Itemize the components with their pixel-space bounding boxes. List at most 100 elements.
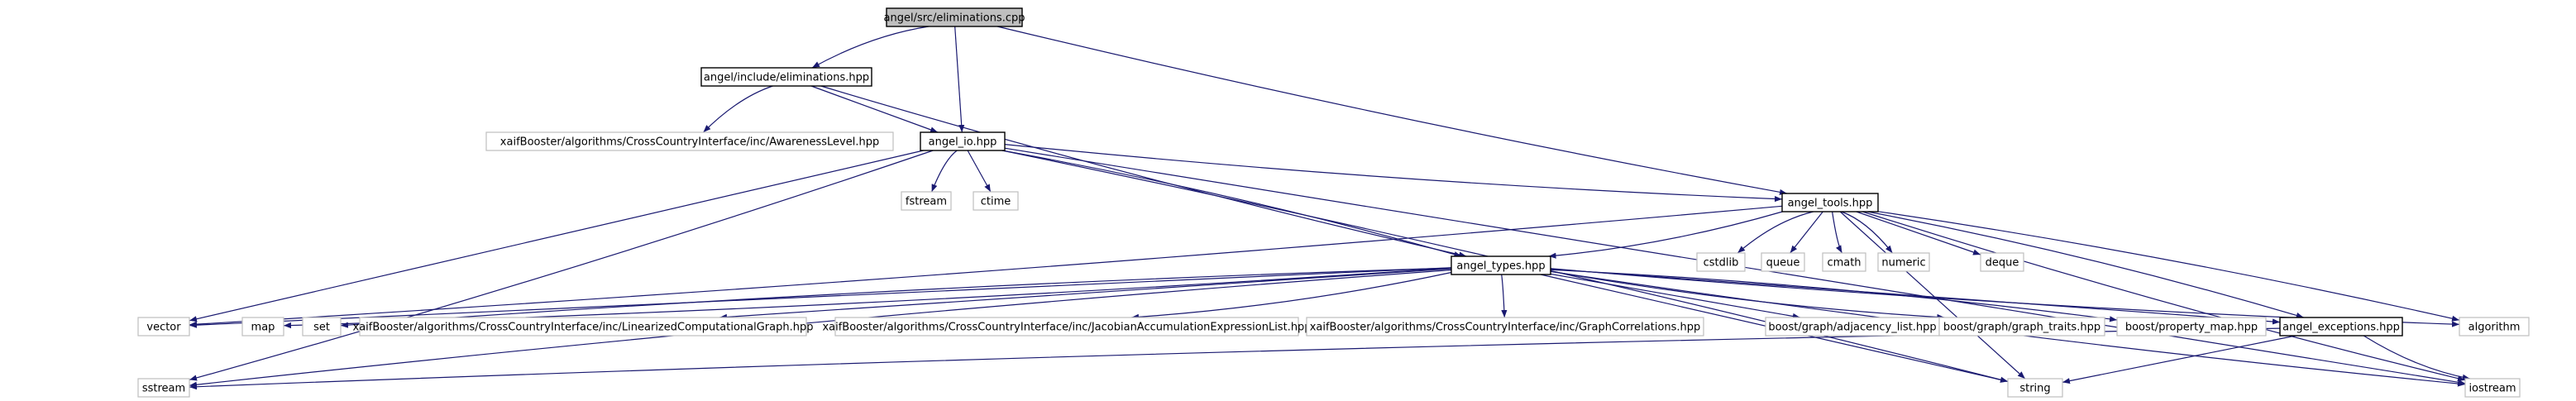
node-label: xaifBooster/algorithms/CrossCountryInter… xyxy=(353,322,814,334)
node-iostream: iostream xyxy=(2464,378,2521,398)
edge-types-to-gc xyxy=(1501,274,1508,318)
node-box xyxy=(1980,252,2024,272)
node-label: boost/graph/adjacency_list.hpp xyxy=(1768,322,1936,334)
node-queue: queue xyxy=(1761,252,1805,272)
node-label: deque xyxy=(1986,257,2019,270)
node-box xyxy=(1877,252,1930,272)
node-box xyxy=(2007,378,2063,398)
node-box xyxy=(1696,252,1746,272)
node-cmath: cmath xyxy=(1822,252,1866,272)
edge-io-to-tools xyxy=(1004,144,1783,203)
edge-exc-to-iostream xyxy=(2363,335,2470,380)
node-label: xaifBooster/algorithms/CrossCountryInter… xyxy=(1310,322,1701,334)
node-label: xaifBooster/algorithms/CrossCountryInter… xyxy=(822,322,1311,334)
edge-tools-to-cmath xyxy=(1832,211,1842,254)
edge-tools-to-deque xyxy=(1856,211,1981,255)
edge-elim_hpp-to-awareness xyxy=(703,85,773,133)
edge-types-to-algorithm xyxy=(1550,268,2460,327)
node-string: string xyxy=(2007,378,2063,398)
node-box xyxy=(700,67,872,87)
node-gtraits: boost/graph/graph_traits.hpp xyxy=(1938,317,2105,337)
edge-elim_cpp-to-elim_hpp xyxy=(811,26,930,69)
node-box xyxy=(2279,317,2403,337)
edge-elim_hpp-to-io xyxy=(810,85,939,133)
edge-types-to-vector xyxy=(189,267,1452,328)
node-tools[interactable]: angel_tools.hpp xyxy=(1781,193,1879,212)
edge-tools-to-vector xyxy=(189,205,1783,327)
node-label: iostream xyxy=(2468,383,2516,395)
node-box xyxy=(137,317,190,337)
node-label: queue xyxy=(1766,257,1800,270)
node-label: fstream xyxy=(906,196,947,208)
node-gc: xaifBooster/algorithms/CrossCountryInter… xyxy=(1306,317,1704,337)
node-label: set xyxy=(313,322,330,334)
edge-tools-to-numeric xyxy=(1841,211,1893,254)
node-algorithm: algorithm xyxy=(2459,317,2530,337)
node-label: angel/src/eliminations.cpp xyxy=(884,12,1025,25)
node-deque: deque xyxy=(1980,252,2024,272)
node-layer: angel/src/eliminations.cpp angel/include/… xyxy=(137,7,2530,398)
edge-exc-to-sstream xyxy=(189,327,2281,390)
edge-tools-to-queue xyxy=(1790,211,1823,254)
node-box xyxy=(241,317,284,337)
node-awareness: xaifBooster/algorithms/CrossCountryInter… xyxy=(485,131,894,151)
node-box xyxy=(920,131,1006,151)
node-vector: vector xyxy=(137,317,190,337)
node-label: map xyxy=(251,322,275,334)
edge-tools-to-cstdlib xyxy=(1737,211,1814,254)
node-types[interactable]: angel_types.hpp xyxy=(1450,255,1551,275)
edge-elim_cpp-to-tools xyxy=(996,26,1788,195)
node-pmap: boost/property_map.hpp xyxy=(2116,317,2267,337)
edge-elim_hpp-to-types xyxy=(820,85,1467,258)
node-box xyxy=(1306,317,1704,337)
node-set: set xyxy=(302,317,342,337)
node-label: angel_tools.hpp xyxy=(1788,198,1873,210)
node-label: algorithm xyxy=(2468,322,2521,334)
edge-tools-to-string xyxy=(1839,211,2026,380)
edge-types-to-jael xyxy=(1130,271,1452,320)
node-box xyxy=(834,317,1299,337)
edge-tools-to-algorithm xyxy=(1877,211,2460,322)
node-io[interactable]: angel_io.hpp xyxy=(920,131,1006,151)
node-exc[interactable]: angel_exceptions.hpp xyxy=(2279,317,2403,337)
node-lcg: xaifBooster/algorithms/CrossCountryInter… xyxy=(353,317,814,337)
node-cstdlib: cstdlib xyxy=(1696,252,1746,272)
node-box xyxy=(485,131,894,151)
node-jael: xaifBooster/algorithms/CrossCountryInter… xyxy=(822,317,1312,337)
node-label: boost/property_map.hpp xyxy=(2125,322,2258,334)
node-box xyxy=(359,317,807,337)
node-box xyxy=(1938,317,2105,337)
node-ctime: ctime xyxy=(973,191,1019,211)
edge-types-to-exc xyxy=(1550,268,2281,325)
node-label: numeric xyxy=(1881,257,1925,270)
node-box xyxy=(1761,252,1805,272)
node-sstream: sstream xyxy=(137,378,190,398)
node-box xyxy=(137,378,190,398)
edge-io-to-types xyxy=(1001,150,1462,258)
node-box xyxy=(2116,317,2267,337)
node-label: boost/graph/graph_traits.hpp xyxy=(1943,322,2100,334)
edge-tools-to-iostream xyxy=(1862,211,2466,382)
edge-tools-to-exc xyxy=(1867,211,2304,318)
edge-io-to-sstream xyxy=(189,150,934,381)
node-label: ctime xyxy=(981,196,1011,208)
edge-io-to-vector xyxy=(189,150,924,322)
node-box xyxy=(1450,255,1551,275)
node-elim-cpp[interactable]: angel/src/eliminations.cpp xyxy=(884,7,1025,27)
node-fstream: fstream xyxy=(901,191,952,211)
edge-types-to-lcg xyxy=(719,268,1452,320)
edge-types-to-pmap xyxy=(1550,269,2118,322)
node-label: angel/include/eliminations.hpp xyxy=(704,72,869,84)
edge-types-to-adj xyxy=(1550,273,1800,320)
node-label: angel_types.hpp xyxy=(1456,260,1545,273)
node-label: sstream xyxy=(142,383,185,395)
node-label: xaifBooster/algorithms/CrossCountryInter… xyxy=(500,136,879,149)
node-elim-hpp[interactable]: angel/include/eliminations.hpp xyxy=(700,67,872,87)
node-label: cmath xyxy=(1827,257,1861,270)
node-label: vector xyxy=(146,322,181,334)
node-adj: boost/graph/adjacency_list.hpp xyxy=(1765,317,1940,337)
node-numeric: numeric xyxy=(1877,252,1930,272)
node-box xyxy=(886,7,1023,27)
node-box xyxy=(2464,378,2521,398)
edge-elim_cpp-to-io xyxy=(954,26,965,133)
